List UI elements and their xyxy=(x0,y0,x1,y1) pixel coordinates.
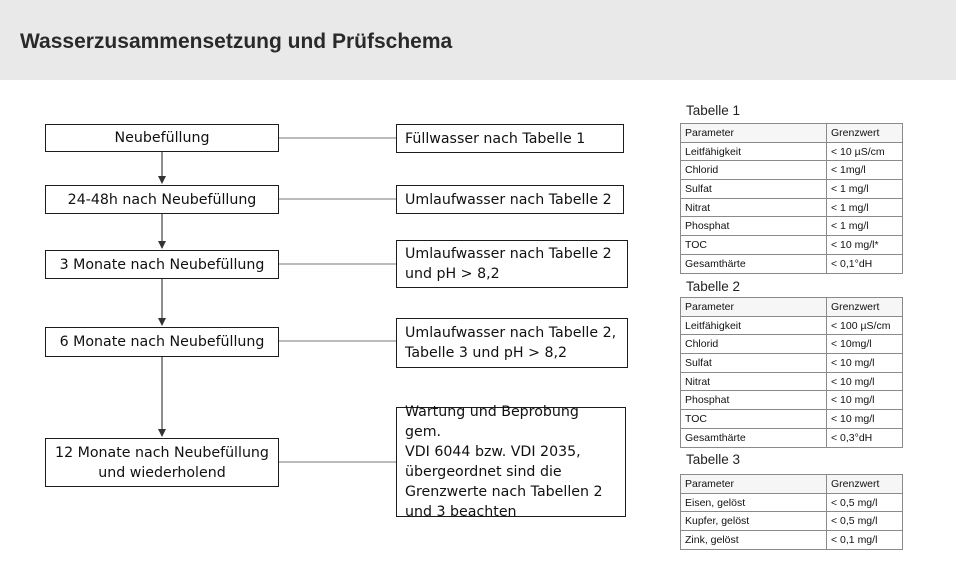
table-row: Eisen, gelöst< 0,5 mg/l xyxy=(680,492,903,513)
requirement-box-3: Umlaufwasser nach Tabelle 2 und pH > 8,2 xyxy=(396,240,628,288)
table-row: Sulfat< 1 mg/l xyxy=(680,179,903,199)
table-row: Nitrat< 1 mg/l xyxy=(680,197,903,218)
table-cell: < 0,5 mg/l xyxy=(826,492,903,513)
table-row: Nitrat< 10 mg/l xyxy=(680,371,903,392)
table-row: Gesamthärte< 0,1°dH xyxy=(680,253,903,274)
requirement-text: Umlaufwasser nach Tabelle 2 und pH > 8,2 xyxy=(405,246,612,282)
stage-label: 24-48h nach Neubefüllung xyxy=(67,191,257,208)
table-row: TOC< 10 mg/l xyxy=(680,409,903,429)
table-row: Leitfähigkeit< 100 µS/cm xyxy=(680,315,903,336)
column-header: Grenzwert xyxy=(826,123,903,143)
page-title: Wasserzusammensetzung und Prüfschema xyxy=(20,30,453,53)
table-2-caption: Tabelle 2 xyxy=(686,279,741,294)
table-cell: Gesamthärte xyxy=(680,253,827,274)
header-bar: Wasserzusammensetzung und Prüfschema xyxy=(0,0,956,80)
table-cell: TOC xyxy=(680,235,827,255)
requirement-text: Wartung und Beprobung gem. VDI 6044 bzw.… xyxy=(405,404,603,520)
table-cell: Gesamthärte xyxy=(680,427,827,448)
table-cell: < 1 mg/l xyxy=(826,216,903,237)
table-cell: Leitfähigkeit xyxy=(680,141,827,162)
table-cell: < 0,1 mg/l xyxy=(826,530,903,550)
table-row: Zink, gelöst< 0,1 mg/l xyxy=(680,530,903,550)
table-row: Gesamthärte< 0,3°dH xyxy=(680,427,903,448)
table-1-caption: Tabelle 1 xyxy=(686,103,741,118)
table-cell: Phosphat xyxy=(680,390,827,411)
table-2: Parameter Grenzwert Leitfähigkeit< 100 µ… xyxy=(680,297,903,448)
table-cell: Chlorid xyxy=(680,160,827,181)
stage-label: Neubefüllung xyxy=(114,130,210,146)
table-cell: Eisen, gelöst xyxy=(680,492,827,513)
table-header-row: Parameter Grenzwert xyxy=(680,123,903,143)
table-cell: < 0,5 mg/l xyxy=(826,511,903,532)
table-cell: < 10 mg/l* xyxy=(826,235,903,255)
table-cell: < 100 µS/cm xyxy=(826,315,903,336)
table-3: Parameter Grenzwert Eisen, gelöst< 0,5 m… xyxy=(680,474,903,550)
requirement-box-1: Füllwasser nach Tabelle 1 xyxy=(396,124,624,153)
table-cell: < 0,1°dH xyxy=(826,253,903,274)
stage-box-neubefuellung: Neubefüllung xyxy=(45,124,279,152)
requirement-box-2: Umlaufwasser nach Tabelle 2 xyxy=(396,185,624,214)
stage-box-24-48h: 24-48h nach Neubefüllung xyxy=(45,185,279,214)
stage-box-3-monate: 3 Monate nach Neubefüllung xyxy=(45,250,279,279)
table-cell: Phosphat xyxy=(680,216,827,237)
table-cell: TOC xyxy=(680,409,827,429)
requirement-text: Füllwasser nach Tabelle 1 xyxy=(405,130,586,147)
table-row: Sulfat< 10 mg/l xyxy=(680,353,903,373)
table-cell: < 10mg/l xyxy=(826,334,903,355)
table-cell: < 10 mg/l xyxy=(826,371,903,392)
table-cell: Leitfähigkeit xyxy=(680,315,827,336)
table-cell: Nitrat xyxy=(680,197,827,218)
table-1: Parameter Grenzwert Leitfähigkeit< 10 µS… xyxy=(680,123,903,274)
table-cell: < 0,3°dH xyxy=(826,427,903,448)
column-header: Grenzwert xyxy=(826,474,903,494)
requirement-text: Umlaufwasser nach Tabelle 2 xyxy=(405,191,612,208)
table-row: Phosphat< 10 mg/l xyxy=(680,390,903,411)
table-cell: Kupfer, gelöst xyxy=(680,511,827,532)
table-cell: < 1 mg/l xyxy=(826,197,903,218)
table-cell: < 10 mg/l xyxy=(826,390,903,411)
table-row: TOC< 10 mg/l* xyxy=(680,235,903,255)
table-header-row: Parameter Grenzwert xyxy=(680,297,903,317)
stage-label: 3 Monate nach Neubefüllung xyxy=(59,256,265,273)
requirement-box-4: Umlaufwasser nach Tabelle 2, Tabelle 3 u… xyxy=(396,318,628,368)
table-cell: < 10 µS/cm xyxy=(826,141,903,162)
table-cell: < 1mg/l xyxy=(826,160,903,181)
table-row: Chlorid< 10mg/l xyxy=(680,334,903,355)
stage-label: 12 Monate nach Neubefüllung und wiederho… xyxy=(55,444,269,481)
requirement-text: Umlaufwasser nach Tabelle 2, Tabelle 3 u… xyxy=(405,325,617,361)
table-cell: Zink, gelöst xyxy=(680,530,827,550)
table-cell: < 10 mg/l xyxy=(826,353,903,373)
table-cell: Sulfat xyxy=(680,179,827,199)
column-header: Parameter xyxy=(680,297,827,317)
table-3-caption: Tabelle 3 xyxy=(686,452,741,467)
column-header: Grenzwert xyxy=(826,297,903,317)
table-cell: < 10 mg/l xyxy=(826,409,903,429)
table-row: Chlorid< 1mg/l xyxy=(680,160,903,181)
table-row: Kupfer, gelöst< 0,5 mg/l xyxy=(680,511,903,532)
table-row: Phosphat< 1 mg/l xyxy=(680,216,903,237)
column-header: Parameter xyxy=(680,123,827,143)
stage-label: 6 Monate nach Neubefüllung xyxy=(59,334,265,350)
table-cell: Sulfat xyxy=(680,353,827,373)
stage-box-6-monate: 6 Monate nach Neubefüllung xyxy=(45,327,279,357)
column-header: Parameter xyxy=(680,474,827,494)
table-header-row: Parameter Grenzwert xyxy=(680,474,903,494)
requirement-box-5: Wartung und Beprobung gem. VDI 6044 bzw.… xyxy=(396,404,626,520)
table-row: Leitfähigkeit< 10 µS/cm xyxy=(680,141,903,162)
table-cell: Nitrat xyxy=(680,371,827,392)
stage-box-12-monate: 12 Monate nach Neubefüllung und wiederho… xyxy=(45,438,279,487)
table-cell: < 1 mg/l xyxy=(826,179,903,199)
table-cell: Chlorid xyxy=(680,334,827,355)
